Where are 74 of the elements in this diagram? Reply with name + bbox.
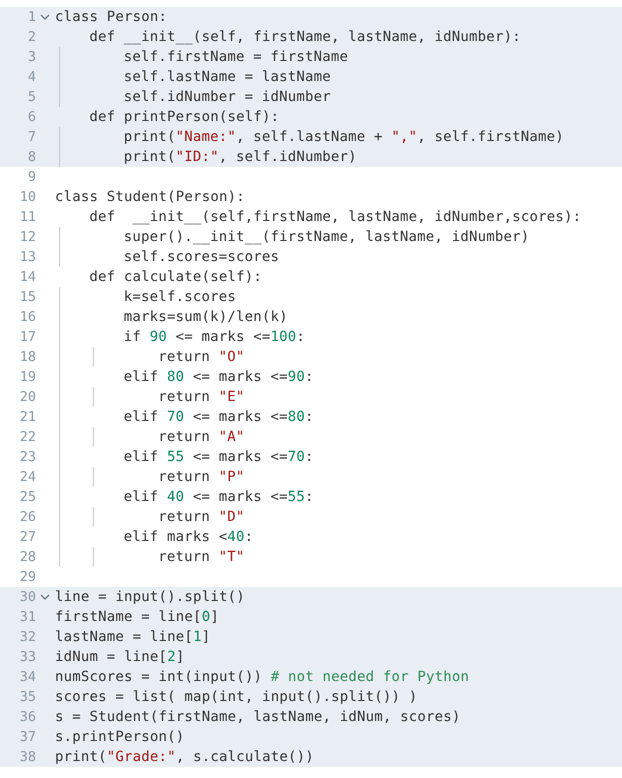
code-line: print("Name:", self.lastName + ",", self.firstName) [124,128,564,147]
code-line: numScores = int(input()) # not needed for Python [55,668,470,687]
code-line: def calculate(self): [89,268,262,287]
code-line: marks=sum(k)/len(k) [124,308,288,327]
code-line: elif 40 <= marks <=55: [124,488,314,507]
line-number: 19 [18,368,36,387]
code-line: line = input().split() [55,588,245,607]
code-line: lastName = line[1] [55,628,210,647]
line-number: 22 [18,428,36,447]
line-number: 37 [18,728,36,747]
code-line: if 90 <= marks <=100: [124,328,306,347]
code-line: self.lastName = lastName [124,68,331,87]
code-line: return "A" [158,428,244,447]
line-number: 30 [18,588,36,607]
line-number: 13 [18,248,36,267]
line-number: 31 [18,608,36,627]
line-number: 15 [18,288,36,307]
code-line: return "O" [158,348,244,367]
code-line: k=self.scores [124,288,236,307]
line-number: 21 [18,408,36,427]
line-number: 17 [18,328,36,347]
code-line: firstName = line[0] [55,608,219,627]
line-number: 29 [18,568,36,587]
code-line: elif marks <40: [124,528,254,547]
code-line: return "D" [158,508,244,527]
line-number: 5 [26,88,36,107]
line-number: 34 [18,668,36,687]
code-line: elif 80 <= marks <=90: [124,368,314,387]
code-line: elif 70 <= marks <=80: [124,408,314,427]
code-line: scores = list( map(int, input().split()) ) [55,688,418,707]
code-line: def printPerson(self): [89,108,280,127]
line-number: 27 [18,528,36,547]
line-number: 11 [18,208,36,227]
line-number: 14 [18,268,36,287]
line-number: 1 [26,8,36,27]
line-number: 25 [18,488,36,507]
line-number: 26 [18,508,36,527]
line-number: 12 [18,228,36,247]
code-line: print("ID:", self.idNumber) [124,148,357,167]
line-number: 18 [18,348,36,367]
code-line: self.scores=scores [124,248,280,267]
line-number: 35 [18,688,36,707]
line-number: 33 [18,648,36,667]
line-number: 24 [18,468,36,487]
line-number: 20 [18,388,36,407]
line-number: 4 [26,68,36,87]
code-line: def __init__(self,firstName, lastName, idNumber,scores): [89,208,582,227]
line-number: 7 [26,128,36,147]
code-line: return "E" [158,388,244,407]
line-number: 28 [18,548,36,567]
code-line: s = Student(firstName, lastName, idNum, scores) [55,708,461,727]
code-line: super().__init__(firstName, lastName, idNumber) [124,228,530,247]
code-line: s.printPerson() [55,728,184,747]
line-number: 36 [18,708,36,727]
code-line: class Person: [55,8,168,27]
line-number: 38 [18,748,36,767]
code-line: self.firstName = firstName [124,48,348,67]
line-number: 2 [26,28,36,47]
line-number: 9 [26,168,36,187]
line-number: 8 [26,148,36,167]
line-number: 6 [26,108,36,127]
code-line: idNum = line[2] [55,648,184,667]
code-line: def __init__(self, firstName, lastName, idNumber): [89,28,521,47]
line-number: 10 [18,188,36,207]
line-number: 32 [18,628,36,647]
line-number: 3 [26,48,36,67]
code-line: class Student(Person): [55,188,245,207]
line-number: 23 [18,448,36,467]
code-line: return "T" [158,548,244,567]
code-line: elif 55 <= marks <=70: [124,448,314,467]
code-line: print("Grade:", s.calculate()) [55,748,314,767]
code-line: return "P" [158,468,244,487]
code-line: self.idNumber = idNumber [124,88,331,107]
line-number: 16 [18,308,36,327]
